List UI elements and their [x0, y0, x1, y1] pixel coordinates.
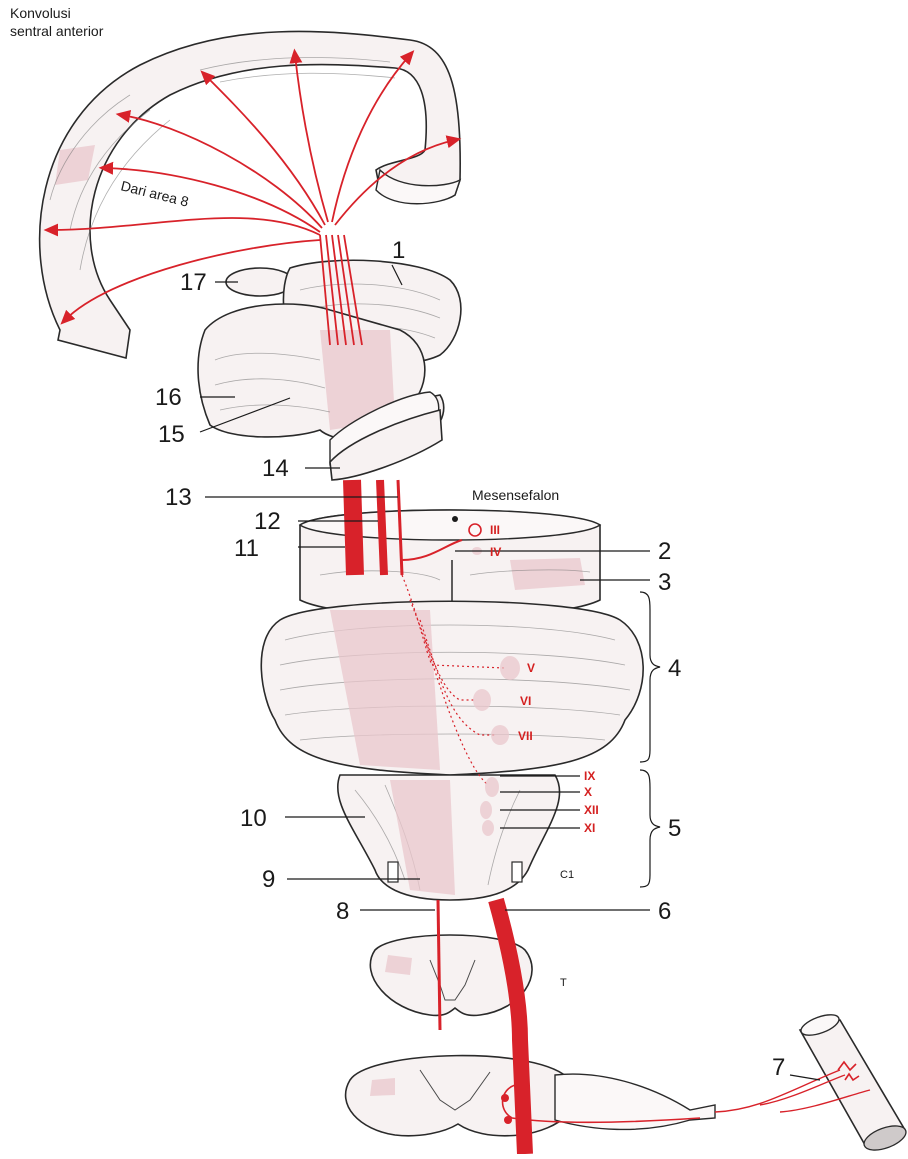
pons	[261, 601, 643, 775]
skeletal-muscle-cylinder	[798, 1011, 908, 1154]
medulla-oblongata	[338, 775, 560, 900]
label-11: 11	[234, 535, 259, 562]
nucleus-IX: IX	[584, 769, 595, 783]
label-17: 17	[180, 269, 207, 296]
nucleus-XII: XII	[584, 803, 599, 817]
label-4: 4	[668, 655, 681, 682]
mesencephalon-label: Mesensefalon	[472, 487, 559, 503]
label-5: 5	[668, 815, 681, 842]
label-8: 8	[336, 898, 349, 925]
label-10: 10	[240, 805, 267, 832]
label-7: 7	[772, 1054, 785, 1081]
label-14: 14	[262, 455, 289, 482]
label-1: 1	[392, 237, 405, 264]
label-13: 13	[165, 484, 192, 511]
nucleus-VII: VII	[518, 729, 533, 743]
label-6: 6	[658, 898, 671, 925]
label-15: 15	[158, 421, 185, 448]
label-16: 16	[155, 384, 182, 411]
nucleus-VI: VI	[520, 694, 531, 708]
t-label: T	[560, 977, 567, 989]
area-8-label: Dari area 8	[119, 177, 190, 209]
nucleus-XI: XI	[584, 821, 595, 835]
cortex-title-line1: Konvolusi	[10, 5, 71, 21]
nucleus-III: III	[490, 523, 500, 537]
nucleus-X: X	[584, 785, 592, 799]
label-9: 9	[262, 866, 275, 893]
nucleus-V: V	[527, 661, 535, 675]
label-3: 3	[658, 569, 671, 596]
label-2: 2	[658, 538, 671, 565]
nucleus-IV: IV	[490, 545, 501, 559]
label-12: 12	[254, 508, 281, 535]
c1-label: C1	[560, 869, 574, 881]
cortex-title-line2: sentral anterior	[10, 23, 104, 39]
